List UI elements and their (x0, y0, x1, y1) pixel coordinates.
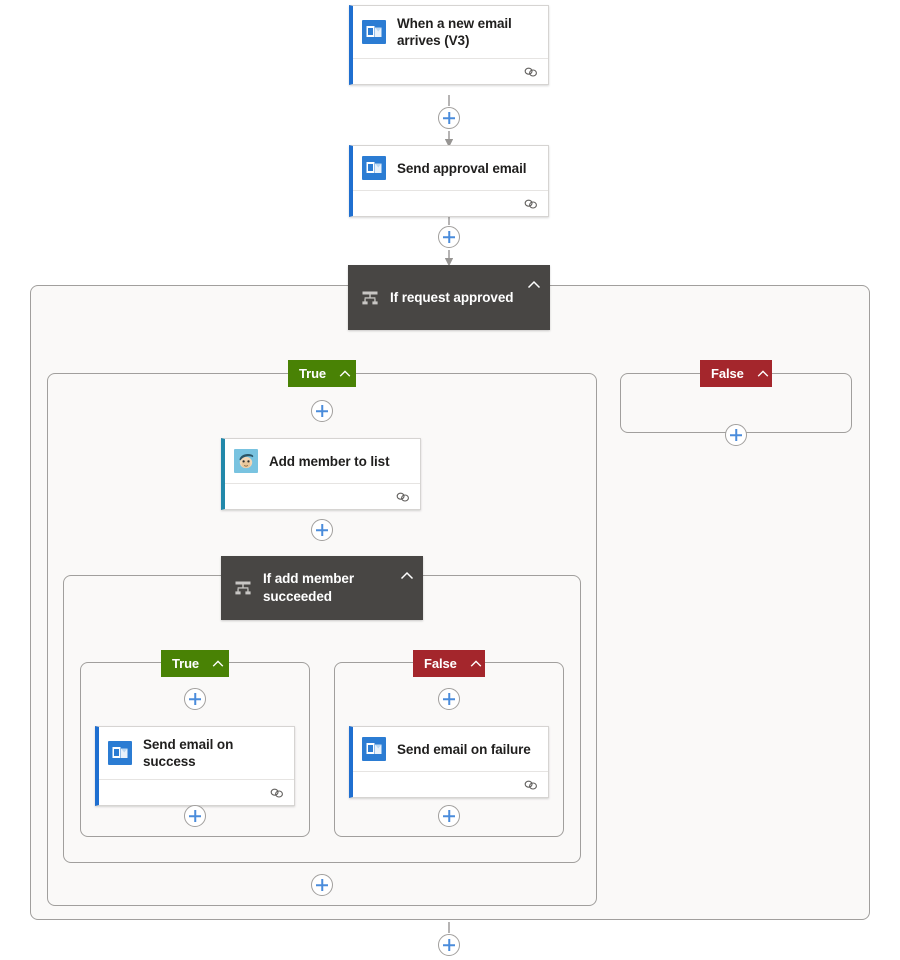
node-when-a-new-email-arrives-v3[interactable]: When a new email arrives (V3) (349, 5, 549, 85)
chain-icon[interactable] (523, 198, 539, 210)
outlook-icon (362, 737, 386, 761)
node-title: Send email on success (143, 737, 234, 769)
node-title: If add member succeeded (263, 571, 354, 604)
chain-icon[interactable] (523, 779, 539, 791)
node-title: When a new email arrives (V3) (397, 16, 512, 48)
add-step-button-after-outer-condition[interactable] (438, 934, 460, 956)
branch-badge-true-outer[interactable]: True (288, 360, 356, 387)
node-send-email-on-success[interactable]: Send email on success (95, 726, 295, 806)
card-header: Send email on failure (353, 727, 548, 771)
card-header: Send email on success (99, 727, 294, 779)
add-step-button-after-send-email-on-failure[interactable] (438, 805, 460, 827)
add-step-button-after-send-email-on-success[interactable] (184, 805, 206, 827)
mailchimp-icon (234, 449, 258, 473)
card-header: Add member to list (225, 439, 420, 483)
node-send-approval-email[interactable]: Send approval email (349, 145, 549, 217)
card-header: When a new email arrives (V3) (353, 6, 548, 58)
add-step-button-false-branch-outer[interactable] (725, 424, 747, 446)
node-send-email-on-failure[interactable]: Send email on failure (349, 726, 549, 798)
branch-badge-label: False (711, 366, 744, 381)
add-step-button-after-trigger[interactable] (438, 107, 460, 129)
card-footer (353, 771, 548, 797)
card-footer (353, 58, 548, 84)
condition-icon (362, 291, 378, 304)
chain-icon[interactable] (523, 66, 539, 78)
node-title: If request approved (390, 289, 514, 305)
chain-icon[interactable] (269, 787, 285, 799)
node-if-add-member-succeeded[interactable]: If add member succeeded (221, 556, 423, 620)
card-footer (353, 190, 548, 216)
chevron-up-icon[interactable] (756, 367, 770, 381)
branch-badge-label: True (299, 366, 327, 381)
outlook-icon (362, 156, 386, 180)
outlook-icon (362, 20, 386, 44)
condition-icon (235, 581, 251, 595)
node-title: Send email on failure (397, 741, 531, 757)
chevron-up-icon[interactable] (526, 277, 542, 293)
node-if-request-approved[interactable]: If request approved (348, 265, 550, 330)
branch-badge-true-inner[interactable]: True (161, 650, 229, 677)
chevron-up-icon[interactable] (211, 657, 225, 671)
node-title: Send approval email (397, 160, 527, 176)
chain-icon[interactable] (395, 491, 411, 503)
add-step-button-after-inner-condition[interactable] (311, 874, 333, 896)
branch-badge-false-inner[interactable]: False (413, 650, 485, 677)
card-header: Send approval email (353, 146, 548, 190)
node-add-member-to-list[interactable]: Add member to list (221, 438, 421, 510)
add-step-button-before-send-email-on-failure[interactable] (438, 688, 460, 710)
card-footer (99, 779, 294, 805)
add-step-button-before-send-email-on-success[interactable] (184, 688, 206, 710)
node-title: Add member to list (269, 453, 390, 469)
add-step-button-after-send-approval-email[interactable] (438, 226, 460, 248)
chevron-up-icon[interactable] (338, 367, 352, 381)
chevron-up-icon[interactable] (469, 657, 483, 671)
card-footer (225, 483, 420, 509)
add-step-button-after-add-member[interactable] (311, 519, 333, 541)
branch-badge-label: True (172, 656, 200, 671)
chevron-up-icon[interactable] (399, 568, 415, 584)
branch-badge-label: False (424, 656, 457, 671)
branch-badge-false-outer[interactable]: False (700, 360, 772, 387)
outlook-icon (108, 741, 132, 765)
add-step-button-before-add-member[interactable] (311, 400, 333, 422)
